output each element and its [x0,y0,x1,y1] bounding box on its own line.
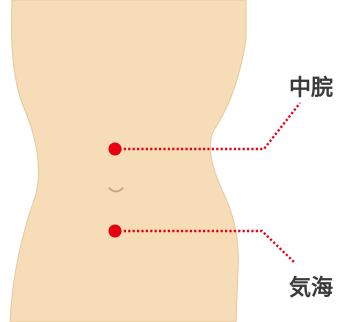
point-marker-chukan [109,143,122,156]
point-label-chukan: 中脘 [289,75,333,101]
point-marker-kikai [109,225,122,238]
torso-silhouette [10,0,246,322]
point-label-kikai: 気海 [289,275,333,301]
